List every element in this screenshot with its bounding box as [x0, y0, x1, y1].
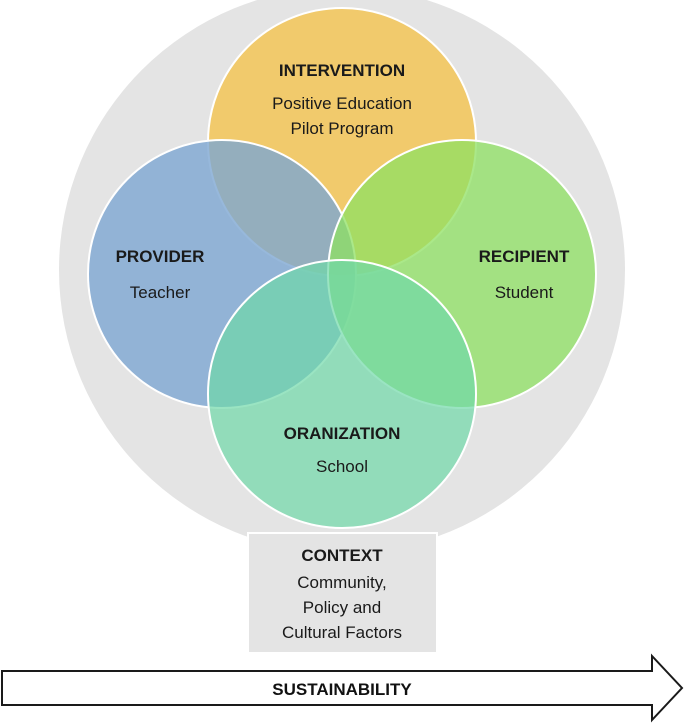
provider-line-1: Teacher: [130, 283, 191, 302]
intervention-line-2: Pilot Program: [291, 119, 394, 138]
recipient-title: RECIPIENT: [479, 247, 570, 266]
context-box: [247, 532, 438, 654]
intervention-line-1: Positive Education: [272, 94, 412, 113]
context-line-1: Community,: [297, 573, 386, 592]
context-line-2: Policy and: [303, 598, 381, 617]
organization-title: ORANIZATION: [284, 424, 401, 443]
sustainability-label: SUSTAINABILITY: [272, 680, 412, 699]
venn-circles: [87, 7, 597, 529]
context-line-3: Cultural Factors: [282, 623, 402, 642]
organization-line-1: School: [316, 457, 368, 476]
organization-circle: [207, 259, 477, 529]
provider-title: PROVIDER: [116, 247, 205, 266]
context-title: CONTEXT: [301, 546, 383, 565]
recipient-line-1: Student: [495, 283, 554, 302]
intervention-title: INTERVENTION: [279, 61, 405, 80]
sustainability-arrow: [1, 653, 684, 723]
